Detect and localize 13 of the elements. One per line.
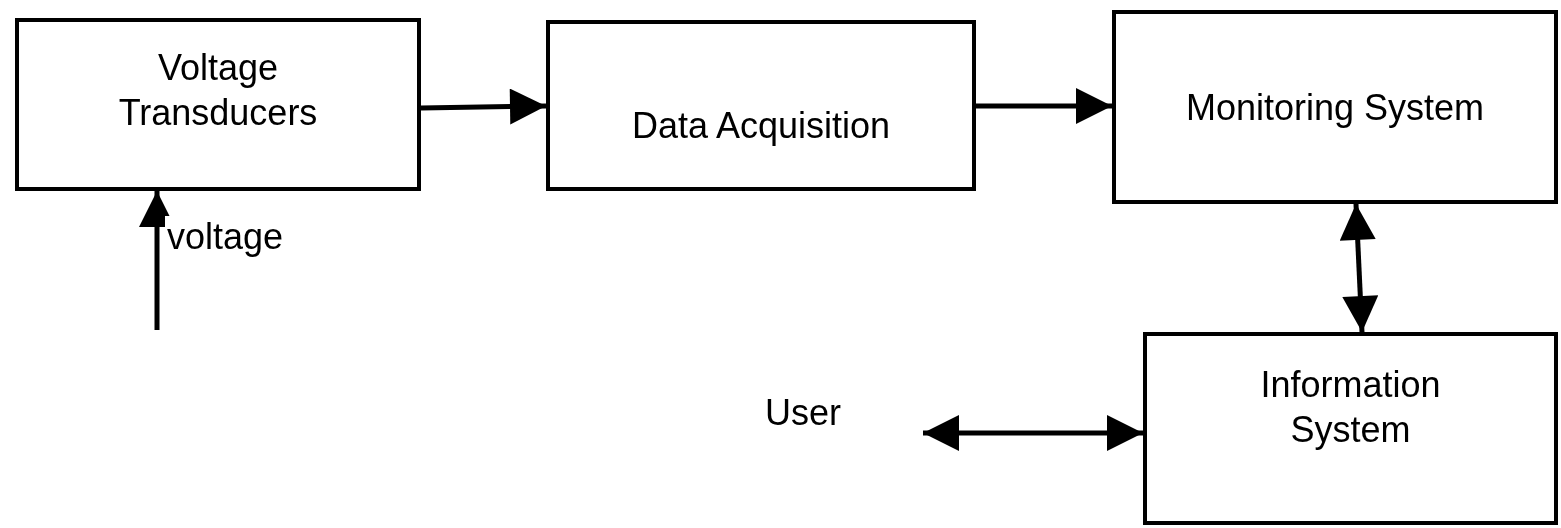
arrow xyxy=(1339,203,1379,333)
arrow xyxy=(976,88,1112,124)
node-label: Data Acquisition xyxy=(631,104,891,148)
arrow xyxy=(420,88,547,125)
process-box xyxy=(546,20,976,191)
process-box xyxy=(15,18,421,191)
node-label: Monitoring System xyxy=(1185,85,1485,130)
process-box xyxy=(1143,332,1558,525)
arrow xyxy=(923,415,1143,451)
process-box xyxy=(1112,10,1558,204)
node-label: Voltage Transducers xyxy=(117,45,319,135)
node-label: Information System xyxy=(1259,362,1442,452)
node-label: User xyxy=(765,391,841,435)
